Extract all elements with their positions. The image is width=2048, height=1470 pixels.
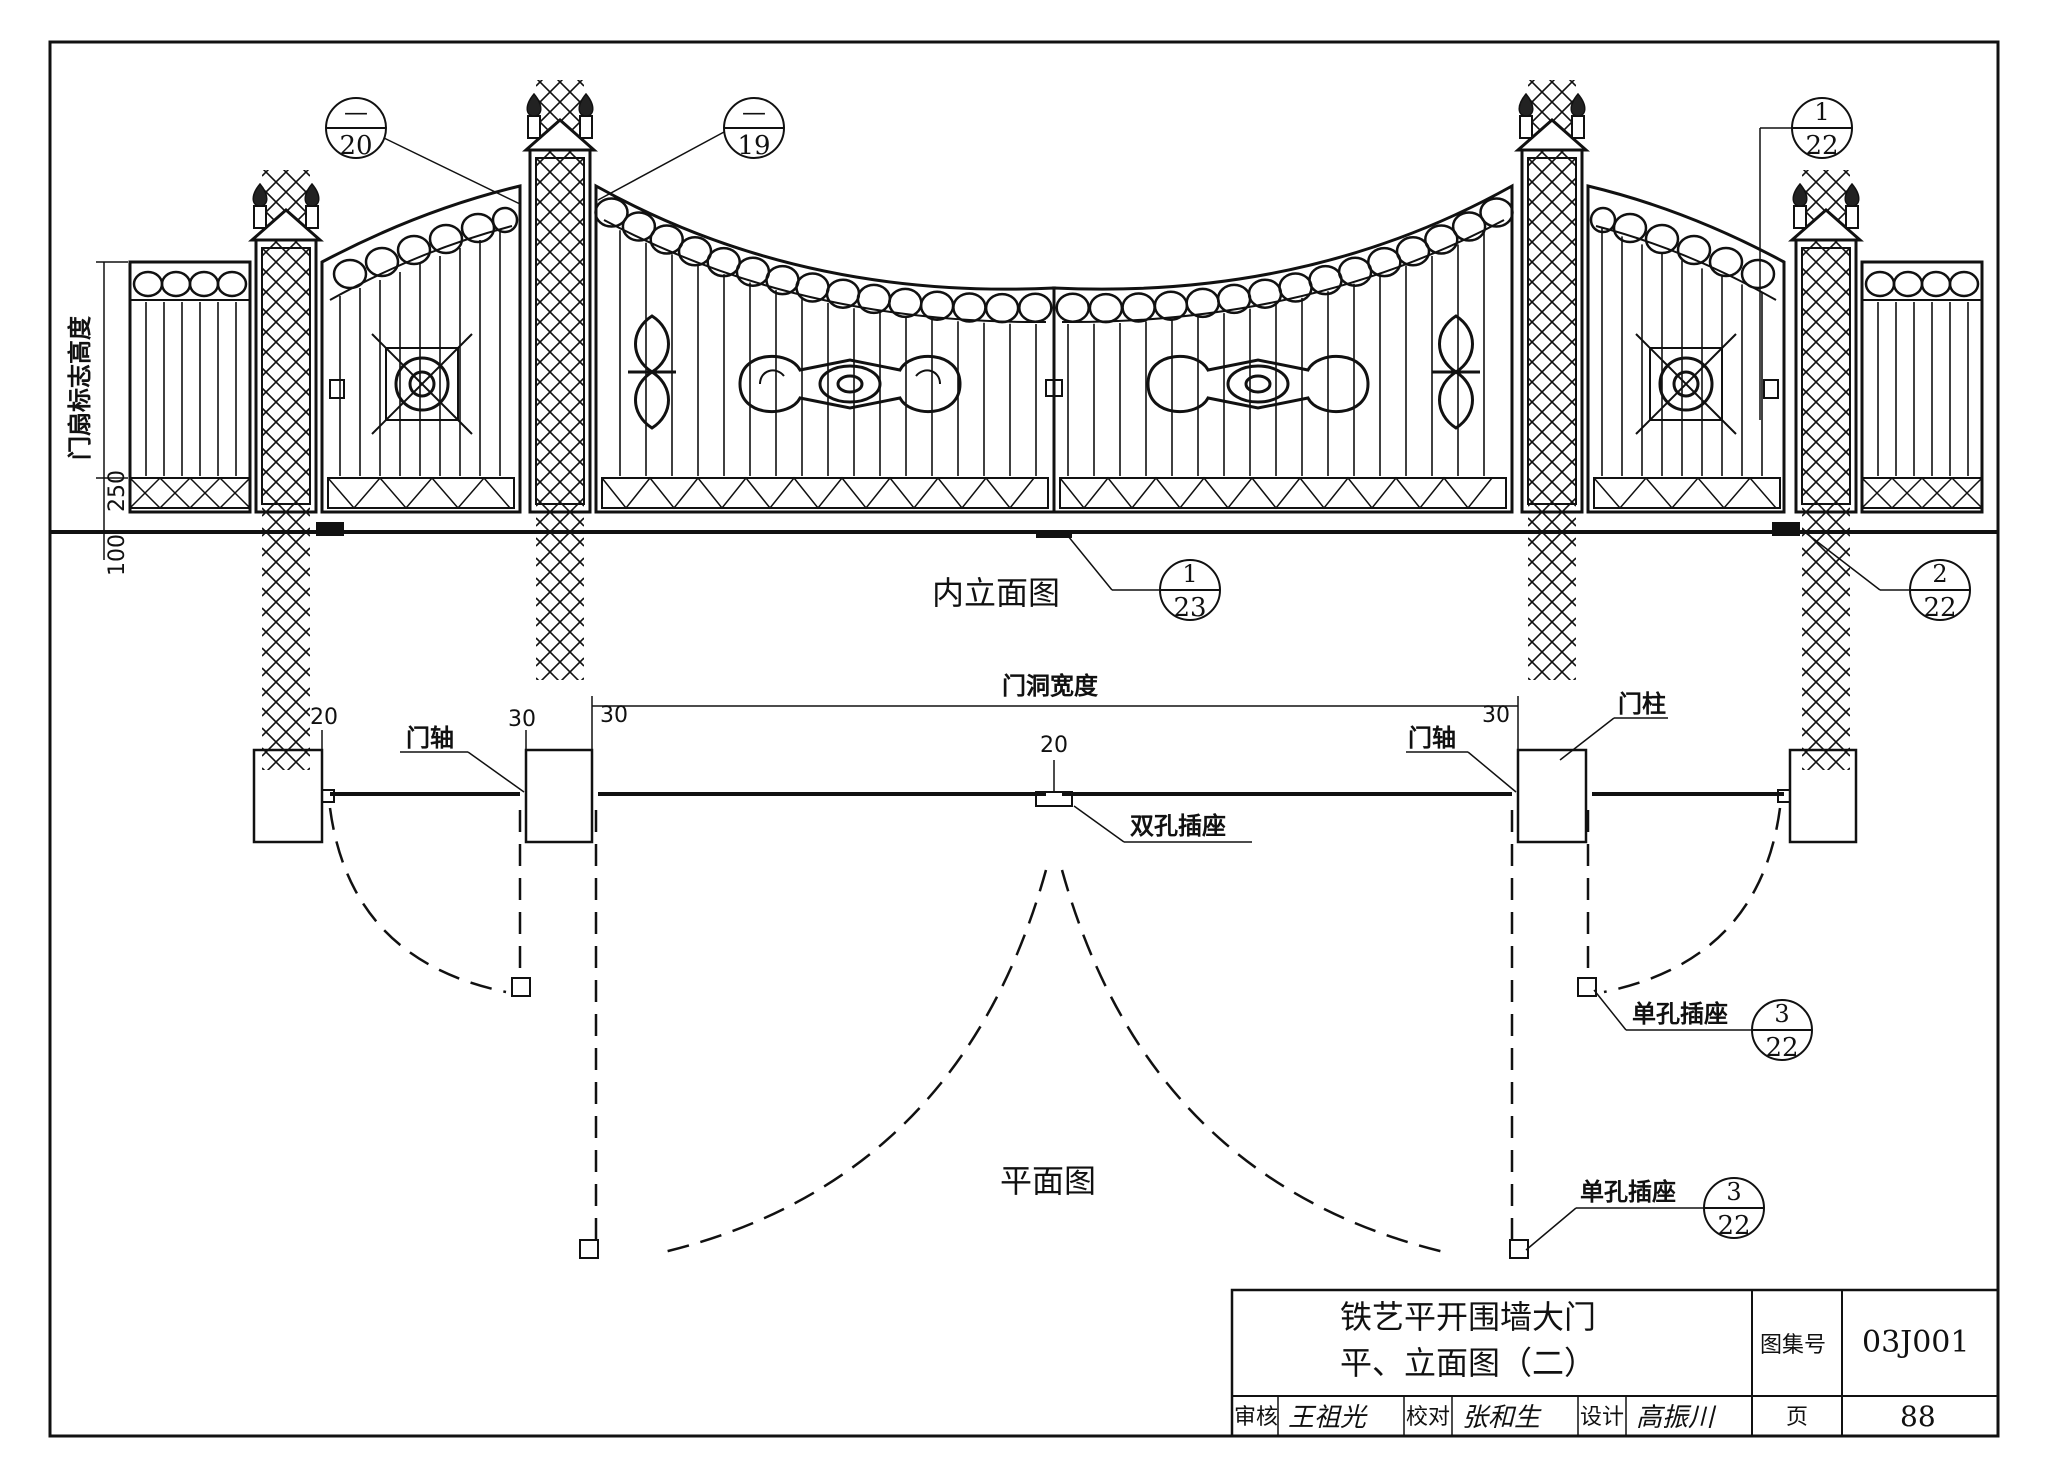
dim-100-label: 100 <box>105 534 130 576</box>
design-signature: 高振川 <box>1636 1403 1717 1433</box>
dim-20-center: 20 <box>1040 733 1068 758</box>
fence-ring-row-right <box>1864 270 1980 298</box>
pillar <box>522 80 598 680</box>
scroll-ornament-right-small <box>1432 314 1480 430</box>
side-gate-ring-row-right <box>1589 206 1776 290</box>
scroll-ornament-left-small <box>628 314 676 430</box>
plan-pillar-far-left <box>252 748 324 844</box>
callout-2: — 19 <box>597 97 785 201</box>
scroll-ornament-right-large <box>1146 354 1370 414</box>
dim-250-label: 250 <box>105 470 130 512</box>
plan-swing-paths <box>328 807 1782 1254</box>
main-left-bars <box>619 230 1037 476</box>
review-signature: 王祖光 <box>1288 1403 1368 1433</box>
callout-5: 2 22 <box>1801 529 1971 623</box>
main-right-base-zigzag <box>1059 476 1493 510</box>
pillar <box>1788 170 1864 770</box>
main-right-ring-row <box>1055 197 1514 324</box>
scroll-ornament-left-large <box>738 354 962 414</box>
center-ground-plate <box>1036 530 1072 538</box>
plan-pillar-far-right <box>1788 748 1858 844</box>
svg-text:—: — <box>742 98 766 126</box>
svg-text:3: 3 <box>1774 1000 1789 1028</box>
gate-pillars <box>248 80 1864 770</box>
double-socket-label: 双孔插座 <box>1130 812 1226 840</box>
opening-width-dimension <box>321 696 1519 792</box>
inner-elevation-view: 门扇标志高度 250 100 内立面图 <box>50 80 1998 770</box>
main-gate-left-leaf <box>594 183 1056 514</box>
pillar <box>248 170 324 770</box>
side-gate-bars-right <box>1601 228 1763 476</box>
title-block: 铁艺平开围墙大门 平、立面图（二） 图集号 03J001 审核 王祖光 校对 张… <box>1230 1288 2000 1438</box>
left-fence-panel <box>128 260 252 514</box>
sheet-title-line1: 铁艺平开围墙大门 <box>1340 1298 1596 1336</box>
svg-text:1: 1 <box>1814 98 1829 126</box>
callout-3: 1 22 <box>1759 97 1853 420</box>
atlas-label: 图集号 <box>1760 1333 1826 1358</box>
plan-pillar-right <box>1516 748 1588 844</box>
plan-leaders <box>400 717 1752 1251</box>
right-side-gate <box>1586 184 1786 514</box>
left-ground-plate <box>316 522 344 536</box>
opening-width-label: 门洞宽度 <box>1002 672 1099 700</box>
right-ground-plate <box>1772 522 1800 536</box>
page-label: 页 <box>1786 1405 1808 1430</box>
plan-title: 平面图 <box>1000 1162 1096 1200</box>
medallion-ornament-right <box>1635 333 1737 435</box>
dim-30-inner: 30 <box>600 703 628 728</box>
pillar-label: 门柱 <box>1618 690 1666 718</box>
dim-20-left: 20 <box>310 705 338 730</box>
pillar <box>1514 80 1590 680</box>
plan-pillar-left <box>524 748 594 844</box>
svg-text:2: 2 <box>1932 560 1947 588</box>
side-gate-ring-row <box>332 206 519 290</box>
right-fence-panel <box>1860 260 1984 514</box>
dim-30-left: 30 <box>508 707 536 732</box>
callout-7: 3 22 <box>1703 1177 1765 1241</box>
svg-text:20: 20 <box>339 131 372 161</box>
svg-text:22: 22 <box>1765 1033 1798 1063</box>
main-left-ring-row <box>594 197 1053 324</box>
single-socket-label-2: 单孔插座 <box>1580 1178 1676 1206</box>
check-label: 校对 <box>1406 1405 1450 1430</box>
plan-view: 门洞宽度 20 30 30 20 30 门轴 门轴 门柱 双孔插座 单孔插座 单… <box>252 672 1858 1259</box>
review-label: 审核 <box>1234 1405 1278 1430</box>
svg-text:23: 23 <box>1173 593 1206 623</box>
svg-text:22: 22 <box>1923 593 1956 623</box>
svg-text:22: 22 <box>1717 1211 1750 1241</box>
height-label: 门扇标志高度 <box>66 315 94 460</box>
check-signature: 张和生 <box>1462 1403 1542 1433</box>
main-left-base-zigzag <box>601 476 1035 510</box>
callout-4: 1 23 <box>1067 535 1221 623</box>
main-right-bars <box>1067 232 1485 476</box>
callout-6: 3 22 <box>1751 999 1813 1063</box>
page-number: 88 <box>1900 1400 1936 1433</box>
main-gate-right-leaf <box>1045 183 1514 514</box>
svg-text:19: 19 <box>737 131 770 161</box>
left-side-gate <box>320 184 522 514</box>
sheet-title-line2: 平、立面图（二） <box>1340 1344 1596 1382</box>
hinge-left-label: 门轴 <box>406 724 454 752</box>
elevation-title: 内立面图 <box>932 574 1060 612</box>
svg-text:3: 3 <box>1726 1178 1741 1206</box>
detail-callouts: — 20 — 19 1 22 1 23 <box>325 97 1971 1241</box>
svg-text:22: 22 <box>1805 131 1838 161</box>
dim-30-right: 30 <box>1482 703 1510 728</box>
single-socket-label-1: 单孔插座 <box>1632 1000 1728 1028</box>
atlas-number: 03J001 <box>1862 1325 1969 1360</box>
design-label: 设计 <box>1580 1405 1624 1430</box>
height-dimension <box>96 261 128 560</box>
medallion-ornament-left <box>371 333 473 435</box>
hinge-right-label: 门轴 <box>1408 724 1456 752</box>
fence-bars-left <box>145 302 237 476</box>
fence-ring-row-left <box>132 270 248 298</box>
sheet-border <box>48 40 2000 1438</box>
fence-bars-right <box>1877 302 1969 476</box>
callout-1: — 20 <box>325 97 521 205</box>
svg-text:—: — <box>344 98 368 126</box>
svg-text:1: 1 <box>1182 560 1197 588</box>
